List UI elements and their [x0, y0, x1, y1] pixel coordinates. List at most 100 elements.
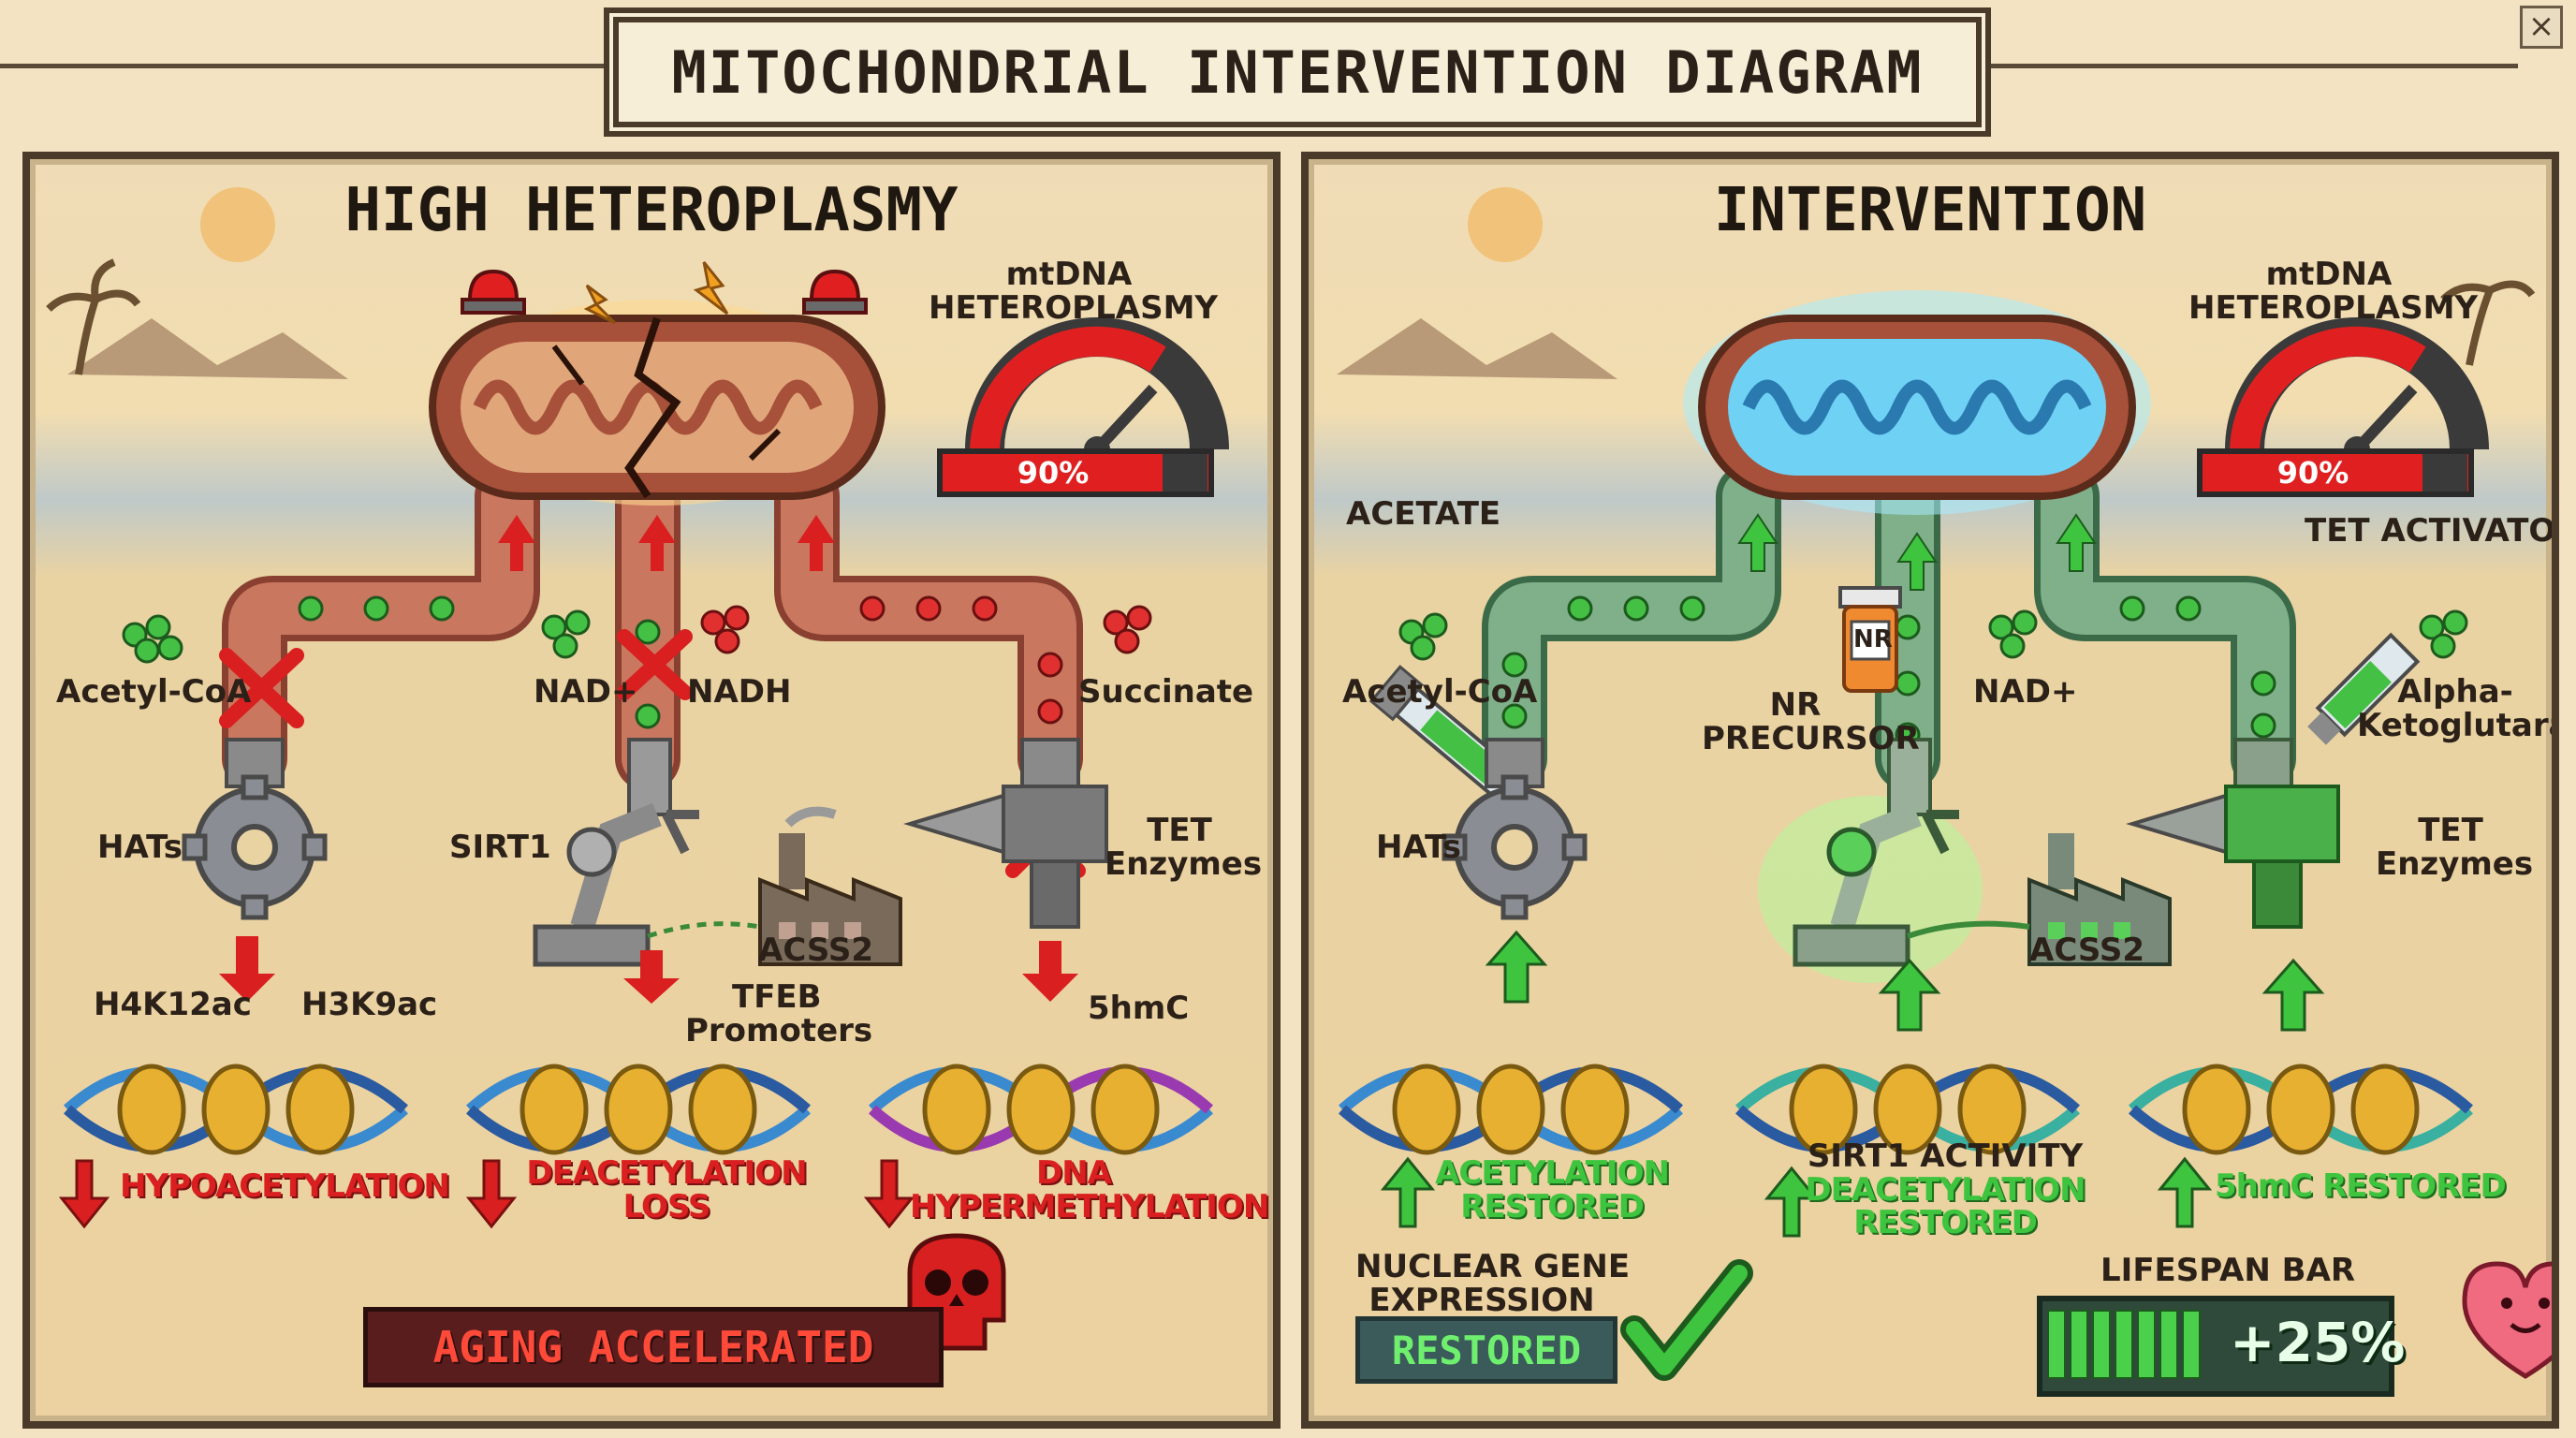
outcome-5hmc-restored: 5hmC RESTORED: [2215, 1167, 2507, 1205]
outcome-sirt1-restored: SIRT1 ACTIVITY DEACETYLATION RESTORED: [1805, 1137, 2086, 1240]
label-hats: HATs: [1376, 829, 1462, 866]
label-nuclear-line1: NUCLEAR GENE: [1355, 1248, 1631, 1285]
label-akg-line2: Ketoglutarate: [2357, 706, 2552, 744]
label-tet-enzymes: TET Enzymes: [2376, 812, 2533, 881]
lifespan-bar: +25%: [2037, 1296, 2405, 1397]
pipe-dots: [298, 595, 661, 729]
sun-icon: [1468, 187, 1543, 262]
dna-helix-icon: [64, 1064, 1213, 1155]
heart-icon: [2462, 1261, 2552, 1379]
label-tet-activator: TET ACTIVATOR: [2305, 512, 2559, 550]
label-tet-line2: Enzymes: [1105, 844, 1263, 883]
restored-badge: RESTORED: [1355, 1316, 1617, 1384]
label-nr-bottle: NR: [1853, 625, 1893, 653]
alarm-light-icon: [461, 269, 868, 315]
heteroplasmy-gauge: [2197, 317, 2489, 497]
gauge-label-line1: mtDNA: [2265, 256, 2393, 293]
page-title: MITOCHONDRIAL INTERVENTION DIAGRAM: [671, 37, 1924, 107]
outcome-hypoacetylation: HYPOACETYLATION: [120, 1167, 450, 1205]
label-nuclear-gene-expression: NUCLEAR GENE EXPRESSION: [1355, 1248, 1631, 1319]
palm-tree-icon: [46, 258, 141, 375]
label-acetyl-coa: Acetyl-CoA: [56, 673, 252, 711]
label-lifespan-bar: LIFESPAN BAR: [2100, 1252, 2356, 1289]
metabolite-dots: [1398, 609, 2468, 661]
metabolite-dots: [122, 609, 591, 664]
palm-tree-icon: [2440, 280, 2536, 366]
dna-helix-icon: [1339, 1064, 2473, 1155]
label-nad: NAD+: [534, 673, 638, 711]
close-button[interactable]: ×: [2520, 6, 2563, 49]
sirt1-robot-arm-icon: [533, 738, 699, 967]
pipe-up-arrows: [1737, 513, 2097, 591]
label-hats: HATs: [97, 829, 183, 866]
outcome-acetylation-line1: ACETYLATION: [1435, 1154, 1670, 1192]
label-sirt1: SIRT1: [449, 829, 551, 866]
outcome-acetylation-restored: ACETYLATION RESTORED: [1430, 1154, 1674, 1225]
gauge-label-line2: HETEROPLASMY: [2188, 288, 2479, 327]
label-succinate: Succinate: [1078, 673, 1254, 711]
checkmark-icon: [1620, 1259, 1753, 1381]
pipe-up-arrows: [498, 515, 835, 571]
label-tet-enzymes: TET Enzymes: [1105, 814, 1263, 883]
outcome-dna-line2: HYPERMETHYLATION: [910, 1187, 1269, 1225]
header-rule-right: [1975, 64, 2518, 68]
outcome-deacetylation-loss: DEACETYLATION LOSS: [526, 1154, 807, 1225]
header-rule-left: [0, 64, 613, 68]
outcome-up-arrows: [1380, 1156, 2213, 1238]
aging-accelerated-text: AGING ACCELERATED: [432, 1322, 874, 1372]
outcome-dna-hypermethylation: DNA HYPERMETHYLATION: [910, 1154, 1269, 1225]
acss2-factory-icon: [647, 806, 902, 966]
gauge-value: 90%: [1017, 455, 1090, 491]
tet-drill-icon: [903, 738, 1108, 929]
pipe-dots: [1501, 595, 2276, 748]
tet-drill-icon: [2126, 738, 2340, 929]
label-tet-line1: TET: [2418, 812, 2483, 849]
sirt1-robot-arm-icon: [1758, 738, 1983, 983]
heteroplasmy-gauge: [937, 317, 1229, 497]
left-panel-title: HIGH HETEROPLASMY: [344, 176, 959, 245]
panel-high-heteroplasmy: HIGH HETEROPLASMY mtDNA HETEROPLASMY 90%…: [22, 152, 1281, 1429]
gauge-label-line1: mtDNA: [1005, 256, 1133, 293]
label-tfeb-promoters: TFEB Promoters: [685, 978, 873, 1049]
hats-gear-icon: [1442, 738, 1588, 920]
lifespan-segments: [2048, 1310, 2201, 1379]
mitochondrion-damaged-icon: [429, 300, 886, 506]
right-panel-title: INTERVENTION: [1713, 176, 2147, 245]
gauge-label-line2: HETEROPLASMY: [929, 288, 1219, 327]
panel-intervention: INTERVENTION mtDNA HETEROPLASMY 90% ACET…: [1301, 152, 2559, 1429]
sun-icon: [200, 187, 275, 262]
close-icon: ×: [2527, 7, 2555, 45]
spark-icon: [583, 261, 729, 325]
label-nr-line1: NR: [1769, 686, 1822, 724]
outcome-sirt1-line1: SIRT1 ACTIVITY: [1807, 1137, 2084, 1175]
outcome-deacetylation-line2: LOSS: [622, 1187, 711, 1225]
label-nad: NAD+: [1973, 673, 2078, 711]
label-nuclear-line2: EXPRESSION: [1368, 1281, 1595, 1319]
label-acss2: ACSS2: [2029, 932, 2145, 969]
outcome-acetylation-line2: RESTORED: [1460, 1187, 1645, 1225]
label-acetate: ACETATE: [1346, 495, 1501, 533]
restored-text: RESTORED: [1391, 1327, 1582, 1373]
right-illustration: [1337, 187, 2552, 1381]
label-tfeb-line2: Promoters: [685, 1011, 873, 1049]
label-nr-line2: PRECURSOR: [1702, 719, 1920, 757]
outcome-deacetylation-line1: DEACETYLATION: [526, 1154, 807, 1192]
label-nr-precursor: NR PRECURSOR: [1702, 686, 1920, 757]
label-akg-line1: Alpha-: [2397, 673, 2513, 711]
label-nadh: NADH: [687, 673, 792, 711]
lifespan-value: +25%: [2230, 1311, 2406, 1374]
label-alpha-ketoglutarate: Alpha- Ketoglutarate: [2357, 673, 2552, 744]
mountains-icon: [67, 318, 348, 379]
nr-precursor-bottle-icon: [1838, 586, 1902, 693]
hats-gear-icon: [182, 738, 328, 920]
outcome-down-arrows: [58, 1159, 915, 1229]
title-banner: MITOCHONDRIAL INTERVENTION DIAGRAM: [613, 17, 1982, 127]
label-tfeb-line1: TFEB: [732, 978, 822, 1016]
acss2-factory-icon: [1907, 833, 2172, 966]
label-5hmc: 5hmC: [1088, 990, 1190, 1027]
outcome-dna-line1: DNA: [1036, 1154, 1112, 1192]
label-h3k9ac: H3K9ac: [301, 986, 438, 1023]
down-arrows: [219, 936, 1078, 1004]
gauge-value: 90%: [2276, 455, 2349, 491]
outcome-sirt1-line2: DEACETYLATION: [1805, 1170, 2086, 1209]
